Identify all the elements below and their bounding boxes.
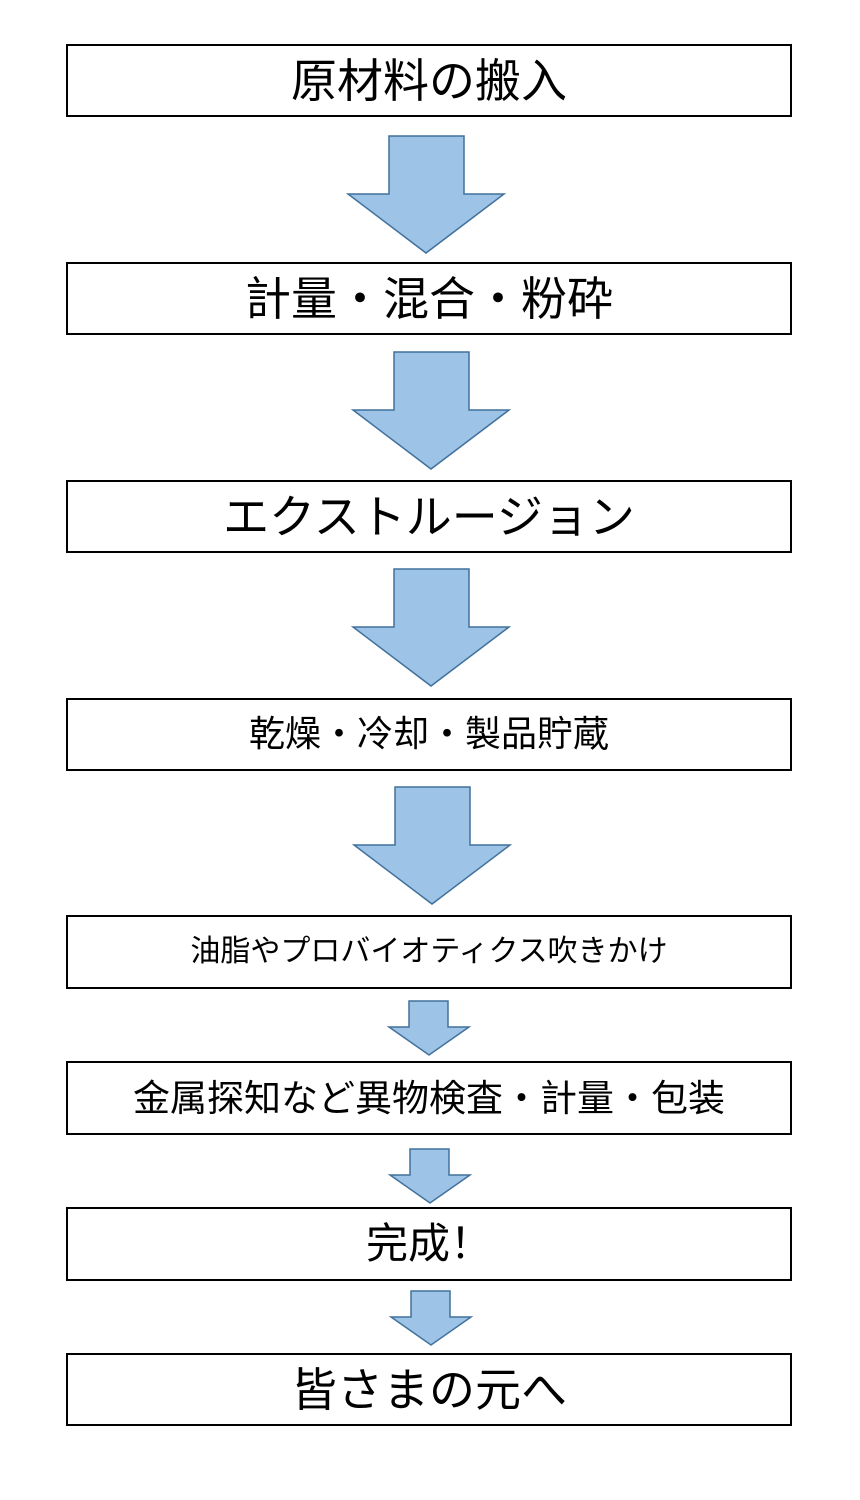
step-raw-material-intake: 原材料の搬入 [66, 44, 792, 117]
step-label: 計量・混合・粉砕 [245, 271, 613, 326]
down-arrow-4 [351, 786, 513, 905]
down-arrow-5 [386, 1000, 472, 1056]
step-label: 油脂やプロバイオティクス吹きかけ [190, 934, 668, 969]
step-drying-cooling-storage: 乾燥・冷却・製品貯蔵 [66, 698, 792, 771]
step-label: 皆さまの元へ [291, 1362, 567, 1417]
step-extrusion: エクストルージョン [66, 480, 792, 553]
step-delivery-to-customers: 皆さまの元へ [66, 1353, 792, 1426]
step-label: エクストルージョン [223, 489, 635, 544]
step-inspection-weighing-packaging: 金属探知など異物検査・計量・包装 [66, 1061, 792, 1135]
down-arrow-1 [345, 135, 507, 254]
down-arrow-shape [388, 1290, 474, 1346]
down-arrow-shape [350, 568, 512, 687]
down-arrow-shape [386, 1000, 472, 1056]
down-arrow-shape [350, 351, 512, 470]
step-label: 金属探知など異物検査・計量・包装 [133, 1076, 725, 1120]
step-label: 乾燥・冷却・製品貯蔵 [248, 713, 609, 755]
down-arrow-3 [350, 568, 512, 687]
step-label: 原材料の搬入 [291, 53, 567, 108]
down-arrow-7 [388, 1290, 474, 1346]
down-arrow-2 [350, 351, 512, 470]
step-completion: 完成！ [66, 1207, 792, 1281]
step-oil-probiotics-spraying: 油脂やプロバイオティクス吹きかけ [66, 915, 792, 989]
down-arrow-shape [387, 1148, 473, 1204]
down-arrow-6 [387, 1148, 473, 1204]
step-label: 完成！ [365, 1219, 492, 1268]
down-arrow-shape [351, 786, 513, 905]
down-arrow-shape [345, 135, 507, 254]
step-weighing-mixing-grinding: 計量・混合・粉砕 [66, 262, 792, 335]
